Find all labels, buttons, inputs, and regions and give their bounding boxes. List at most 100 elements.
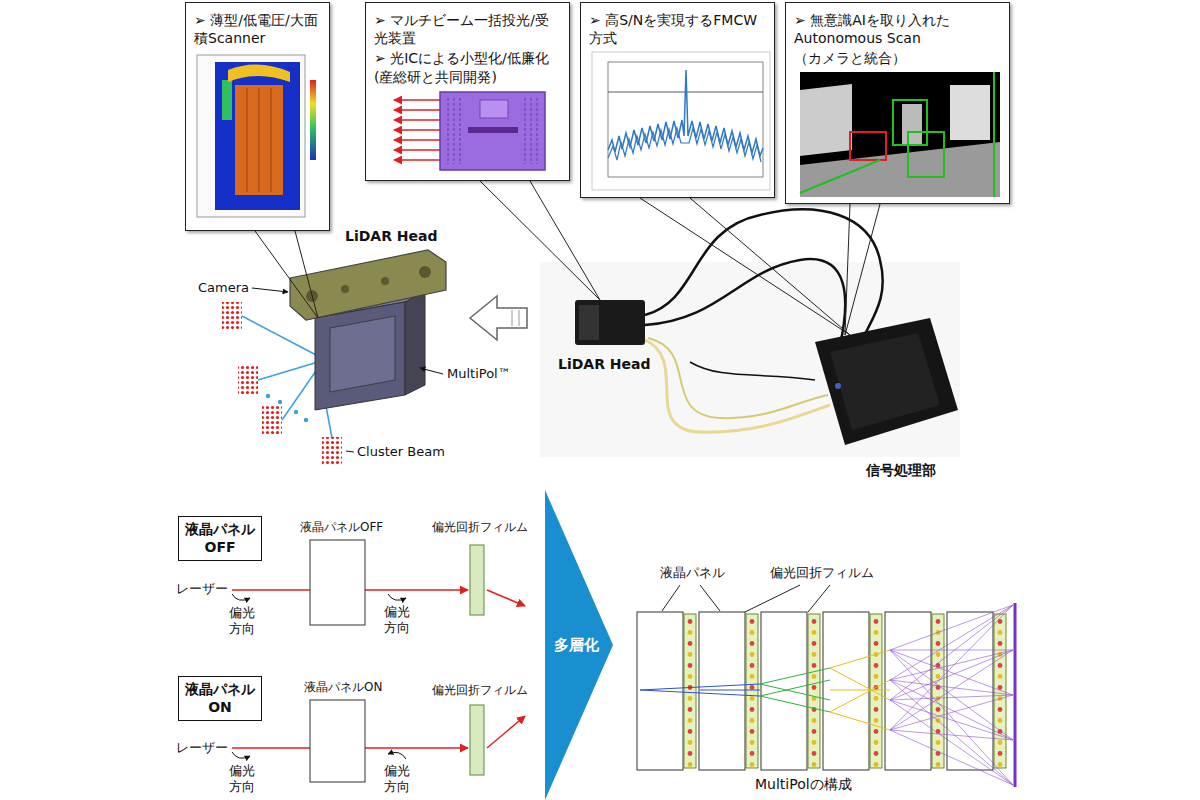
depth-image [800, 72, 1000, 197]
part-label: LiDAR Head [556, 356, 653, 373]
lc-on-diagram [232, 752, 250, 758]
lidar-head-drawing [262, 406, 282, 434]
lidar-head-drawing [242, 316, 318, 356]
depth-image [950, 85, 990, 140]
beam-fan [890, 605, 1013, 785]
part-label: MultiPol™ [447, 366, 511, 382]
lc-off-diagram [310, 540, 365, 625]
lidar-head-drawing [419, 266, 431, 278]
device-photo [645, 259, 845, 345]
part-label: Cluster Beam [357, 444, 445, 460]
node-text: ➢ 高S/Nを実現するFMCW方式 [589, 11, 766, 47]
beam-fan [830, 650, 890, 730]
multipol-stack [746, 614, 758, 768]
lidar-head-drawing [330, 316, 395, 392]
multipol-stack [684, 614, 696, 768]
leader-line [530, 181, 600, 300]
component-label: 偏光回折フィルム [432, 683, 528, 697]
multipol-stack [885, 612, 944, 770]
polarization-label: 偏光 方向 [226, 763, 258, 794]
lc-off-diagram [487, 590, 525, 606]
beam-fan [760, 668, 830, 712]
part-label: 信号処理部 [866, 462, 936, 479]
polarization-label: 偏光 方向 [381, 604, 413, 635]
callout-box: ➢ 薄型/低電圧/大面積Scanner [185, 2, 330, 231]
state-box: 液晶パネル OFF [178, 516, 262, 561]
hollow-arrow [470, 296, 527, 340]
lc-on-diagram [487, 716, 525, 748]
spectrum-plot [608, 62, 763, 177]
device-photo [648, 338, 828, 418]
multipol-stack [699, 612, 745, 770]
scanner-heatmap [228, 64, 290, 82]
photonic-chip [394, 92, 545, 170]
multipol-stack [994, 614, 1006, 768]
multipol-stack [885, 612, 931, 770]
device-photo [690, 362, 815, 380]
lc-on-diagram [310, 700, 365, 782]
leader-line [255, 181, 880, 335]
depth-image [800, 84, 852, 156]
lidar-head-drawing [282, 368, 318, 420]
lidar-head-drawing [420, 368, 443, 374]
node-text: （カメラと統合） [794, 49, 1001, 67]
beam-fan [640, 684, 760, 696]
scanner-heatmap [235, 85, 283, 195]
component-label: 液晶パネル [660, 565, 725, 581]
callout-box: ➢ 高S/Nを実現するFMCW方式 [580, 2, 775, 198]
lidar-head-drawing [405, 292, 425, 395]
spectrum-plot [592, 52, 770, 190]
component-label: 偏光回折フィルム [770, 565, 874, 581]
photonic-chip [468, 127, 518, 133]
photonic-chip [394, 119, 440, 121]
photonic-chip [394, 149, 440, 151]
lc-off-diagram [232, 594, 250, 600]
stacking-triangle: 多層化 [545, 490, 613, 800]
lidar-head-drawing [315, 302, 405, 410]
depth-image [993, 72, 995, 197]
device-photo [575, 300, 645, 345]
leader-line [808, 585, 830, 612]
lidar-head-drawing [222, 250, 446, 465]
callout-box: ➢ 無意識AIを取り入れた Autonomous Scan（カメラと統合） [785, 2, 1010, 204]
scanner-heatmap [197, 55, 316, 217]
scanner-heatmap [197, 55, 305, 217]
multipol-stack [932, 614, 944, 768]
photonic-chip [394, 99, 440, 101]
multipol-stack [808, 614, 820, 768]
device-photo [835, 383, 841, 389]
lc-off-diagram [470, 545, 484, 615]
polarization-label: 偏光 方向 [226, 605, 258, 636]
depth-image [800, 160, 880, 193]
lidar-head-drawing [278, 400, 282, 404]
node-text: 液晶パネル ON [184, 681, 256, 716]
device-photo [815, 318, 958, 445]
scanner-heatmap [271, 88, 272, 192]
leader-line [700, 585, 720, 611]
lc-off-diagram [232, 540, 525, 625]
node-text: ➢ 光ICによる小型化/低廉化(産総研と共同開発) [374, 49, 561, 85]
photonic-chip [394, 109, 440, 111]
hollow-arrow [512, 310, 513, 326]
leader-line [745, 585, 800, 612]
depth-image [800, 72, 1000, 197]
photonic-chip [448, 98, 537, 164]
leader-line [480, 181, 600, 300]
lidar-head-drawing [222, 302, 242, 330]
photonic-chip [480, 100, 508, 118]
lidar-head-drawing [238, 366, 258, 394]
multipol-stack [932, 614, 944, 768]
arrow-label: 多層化 [554, 636, 599, 655]
beam-fan [640, 603, 1015, 787]
leader-line [295, 231, 318, 318]
scanner-heatmap [259, 88, 260, 192]
signal-label: レーザー [176, 581, 228, 597]
lc-off-diagram [388, 594, 406, 600]
depth-image [850, 132, 886, 160]
leader-line [662, 585, 680, 611]
hollow-arrow [470, 296, 527, 340]
lidar-head-drawing [266, 394, 270, 398]
photonic-chip [394, 129, 440, 131]
part-label: Camera [198, 280, 249, 296]
